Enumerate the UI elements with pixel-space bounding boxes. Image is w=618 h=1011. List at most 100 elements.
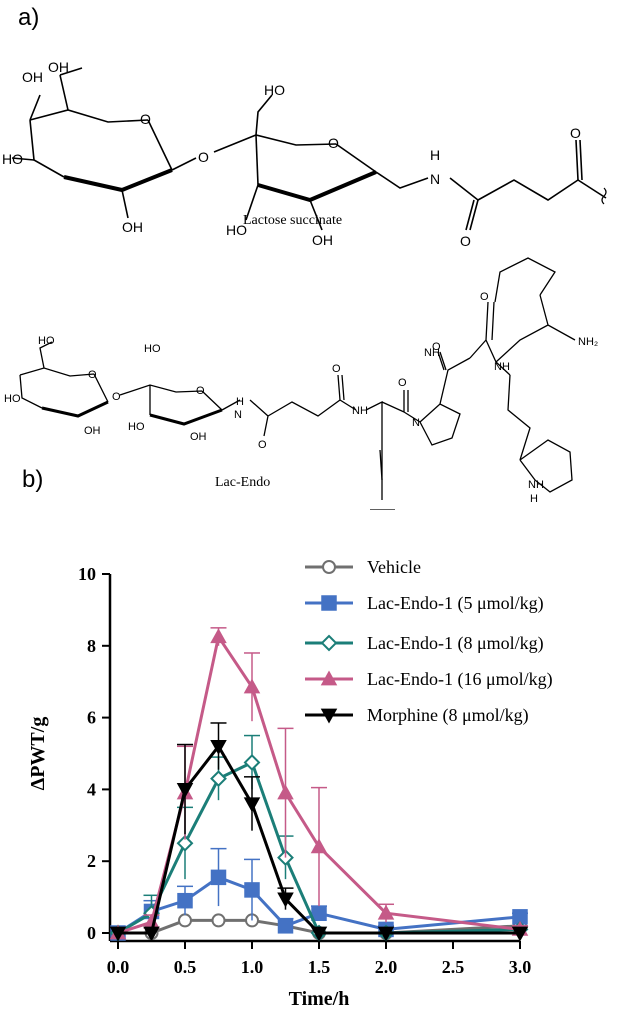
data-point bbox=[277, 918, 294, 934]
legend-label: Lac-Endo-1 (5 μmol/kg) bbox=[367, 593, 544, 614]
atom-ho: HO bbox=[2, 151, 23, 167]
x-tick-label: 3.0 bbox=[509, 957, 532, 977]
atom-nh: NH bbox=[528, 479, 544, 491]
x-axis-title: Time/h bbox=[289, 988, 350, 1010]
x-tick-label: 0.5 bbox=[174, 957, 197, 977]
atom-n: N bbox=[412, 417, 420, 429]
legend-marker bbox=[320, 670, 338, 686]
data-point bbox=[511, 926, 529, 942]
atom-ho: HO bbox=[144, 343, 161, 355]
atom-h: H bbox=[430, 147, 440, 163]
legend-marker bbox=[322, 560, 336, 574]
legend-label: Morphine (8 μmol/kg) bbox=[367, 705, 529, 726]
data-point bbox=[143, 926, 160, 942]
data-point bbox=[377, 904, 395, 920]
atom-n: N bbox=[234, 409, 242, 421]
x-tick-label: 2.0 bbox=[375, 957, 398, 977]
chemical-structures: OH OH O HO OH O HO O HO OH H N O O Lacto… bbox=[2, 59, 607, 510]
atom-o: O bbox=[140, 111, 151, 127]
x-tick-label: 1.0 bbox=[241, 957, 264, 977]
lac-endo-atoms: HO O O HO OH HO O HO OH H N O O NH O N O… bbox=[4, 291, 598, 505]
data-point bbox=[244, 882, 260, 898]
data-point bbox=[210, 770, 227, 788]
legend-label: Lac-Endo-1 (16 μmol/kg) bbox=[367, 669, 553, 690]
atom-o: O bbox=[198, 149, 209, 165]
legend-label: Lac-Endo-1 (8 μmol/kg) bbox=[367, 633, 544, 654]
y-tick-label: 2 bbox=[87, 851, 96, 871]
atom-o: O bbox=[332, 363, 341, 375]
x-tick-label: 0.0 bbox=[107, 957, 130, 977]
data-point bbox=[311, 905, 327, 922]
atom-h: H bbox=[236, 396, 244, 408]
data-point bbox=[277, 784, 294, 800]
data-point bbox=[310, 926, 328, 942]
atom-o: O bbox=[258, 439, 267, 451]
atom-o: O bbox=[570, 125, 581, 141]
y-tick-label: 10 bbox=[78, 564, 96, 584]
chart-series bbox=[109, 627, 529, 942]
data-point bbox=[243, 797, 261, 813]
atom-n: N bbox=[430, 171, 440, 187]
atom-o: O bbox=[432, 341, 441, 353]
panel-label-a: a) bbox=[18, 4, 40, 31]
pwt-line-chart: 0 2 4 6 8 10 0.0 0.5 1.0 1.5 2.0 2.5 3.0 VehicleLac-… bbox=[27, 557, 553, 1010]
data-point bbox=[176, 834, 194, 852]
y-tick-label: 6 bbox=[87, 708, 96, 728]
data-point bbox=[243, 754, 261, 771]
atom-oh: OH bbox=[312, 232, 333, 248]
data-point bbox=[210, 869, 227, 886]
legend-marker bbox=[320, 708, 338, 724]
atom-o: O bbox=[398, 377, 407, 389]
data-point bbox=[377, 926, 395, 942]
x-tick-label: 1.5 bbox=[308, 957, 331, 977]
series-4 bbox=[109, 722, 529, 942]
legend-marker bbox=[320, 634, 338, 652]
data-point bbox=[178, 913, 192, 928]
lactose-succinate-atoms: OH OH O HO OH O HO O HO OH H N O O bbox=[2, 59, 581, 249]
data-point bbox=[210, 739, 227, 755]
atom-nh2: NH₂ bbox=[578, 336, 598, 348]
atom-ho: HO bbox=[4, 393, 21, 405]
data-point bbox=[310, 838, 328, 854]
panel-label-b: b) bbox=[22, 466, 44, 493]
atom-ho: HO bbox=[128, 421, 145, 433]
atom-ho: HO bbox=[226, 222, 247, 238]
atom-oh: OH bbox=[190, 431, 207, 443]
atom-o: O bbox=[88, 369, 97, 381]
chart-axes: 0 2 4 6 8 10 0.0 0.5 1.0 1.5 2.0 2.5 3.0 bbox=[78, 564, 531, 977]
y-tick-label: 0 bbox=[87, 923, 96, 943]
atom-ho: HO bbox=[264, 82, 285, 98]
atom-o: O bbox=[460, 233, 471, 249]
data-point bbox=[210, 628, 227, 644]
atom-o: O bbox=[196, 385, 205, 397]
data-point bbox=[177, 892, 193, 909]
atom-nh: NH bbox=[424, 347, 440, 359]
data-point bbox=[109, 926, 127, 942]
lactose-succinate-caption: Lactose succinate bbox=[243, 213, 342, 228]
x-tick-label: 2.5 bbox=[442, 957, 465, 977]
y-axis-title: ΔPWT/g bbox=[27, 717, 49, 791]
data-point bbox=[176, 783, 194, 798]
atom-o: O bbox=[112, 391, 121, 403]
y-tick-label: 8 bbox=[87, 636, 96, 656]
lactose-succinate-structure bbox=[11, 67, 607, 231]
atom-o: O bbox=[328, 135, 339, 151]
atom-o: O bbox=[480, 291, 489, 303]
data-point bbox=[243, 678, 261, 694]
atom-oh: OH bbox=[84, 425, 101, 437]
data-point bbox=[211, 913, 226, 928]
lac-endo-structure bbox=[19, 257, 576, 510]
lac-endo-caption: Lac-Endo bbox=[215, 475, 270, 490]
y-tick-label: 4 bbox=[87, 779, 96, 799]
legend-label: Vehicle bbox=[367, 557, 421, 577]
atom-ho: HO bbox=[38, 335, 55, 347]
atom-h: H bbox=[530, 493, 538, 505]
atom-oh: OH bbox=[22, 69, 43, 85]
atom-nh: NH bbox=[352, 405, 368, 417]
atom-nh: NH bbox=[494, 361, 510, 373]
atom-oh: OH bbox=[122, 219, 143, 235]
legend-marker bbox=[321, 595, 337, 611]
data-point bbox=[277, 892, 294, 908]
atom-oh: OH bbox=[48, 59, 69, 75]
